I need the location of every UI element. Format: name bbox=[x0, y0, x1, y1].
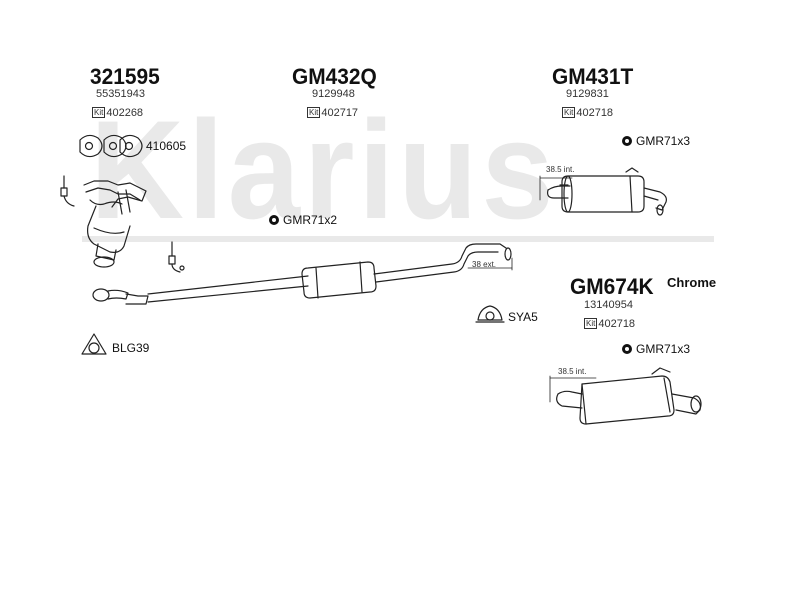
oxygen-sensor-icon bbox=[60, 175, 75, 207]
flange-gasket-code[interactable]: BLG39 bbox=[112, 341, 150, 355]
kit-tag: Kit bbox=[92, 107, 106, 118]
hanger-code[interactable]: SYA5 bbox=[508, 310, 538, 324]
gasket-icon[interactable] bbox=[79, 134, 143, 158]
oe-number-gm674k: 13140954 bbox=[584, 299, 633, 311]
part-code-gm431t[interactable]: GM431T bbox=[552, 64, 634, 89]
oe-number-321595: 55351943 bbox=[96, 88, 145, 100]
silencer-icon[interactable] bbox=[556, 367, 702, 425]
kit-value: 402718 bbox=[598, 318, 636, 330]
dimension-ext-mid bbox=[467, 257, 513, 271]
kit-value: 402717 bbox=[321, 107, 359, 119]
watermark-underline bbox=[82, 236, 714, 242]
gasket-code[interactable]: 410605 bbox=[146, 139, 187, 153]
part-code-gm674k[interactable]: GM674K bbox=[570, 274, 654, 299]
kit-value: 402718 bbox=[576, 107, 614, 119]
brand-watermark: Klarius bbox=[90, 91, 558, 248]
flange-gasket-icon[interactable] bbox=[81, 333, 107, 355]
clamp-code-mid[interactable]: GMR71x2 bbox=[283, 213, 338, 227]
clamp-icon bbox=[622, 344, 632, 354]
kit-tag: Kit bbox=[584, 318, 598, 329]
clamp-code-rear-top[interactable]: GMR71x3 bbox=[636, 134, 691, 148]
hanger-icon[interactable] bbox=[475, 305, 505, 323]
dimension-label-ext-mid: 38 ext. bbox=[472, 260, 497, 269]
oe-number-gm432q: 9129948 bbox=[312, 88, 355, 100]
dimension-int-bottom bbox=[549, 375, 597, 403]
kit-tag: Kit bbox=[562, 107, 576, 118]
dimension-label-int-top: 38.5 int. bbox=[546, 165, 575, 174]
clamp-icon bbox=[622, 136, 632, 146]
oe-number-gm431t: 9129831 bbox=[566, 88, 609, 100]
catalytic-converter-icon[interactable] bbox=[83, 180, 147, 268]
part-code-gm432q[interactable]: GM432Q bbox=[292, 64, 377, 89]
part-code-321595[interactable]: 321595 bbox=[90, 64, 160, 89]
clamp-code-rear-bottom[interactable]: GMR71x3 bbox=[636, 342, 691, 356]
kit-value: 402268 bbox=[106, 107, 144, 119]
clamp-icon bbox=[269, 215, 279, 225]
silencer-icon[interactable] bbox=[547, 167, 667, 216]
dimension-label-int-bottom: 38.5 int. bbox=[558, 367, 587, 376]
dimension-int-top bbox=[539, 175, 573, 201]
finish-chrome: Chrome bbox=[667, 275, 717, 290]
oxygen-sensor-icon bbox=[168, 241, 185, 273]
kit-tag: Kit bbox=[307, 107, 321, 118]
silencer-icon[interactable] bbox=[92, 243, 512, 305]
